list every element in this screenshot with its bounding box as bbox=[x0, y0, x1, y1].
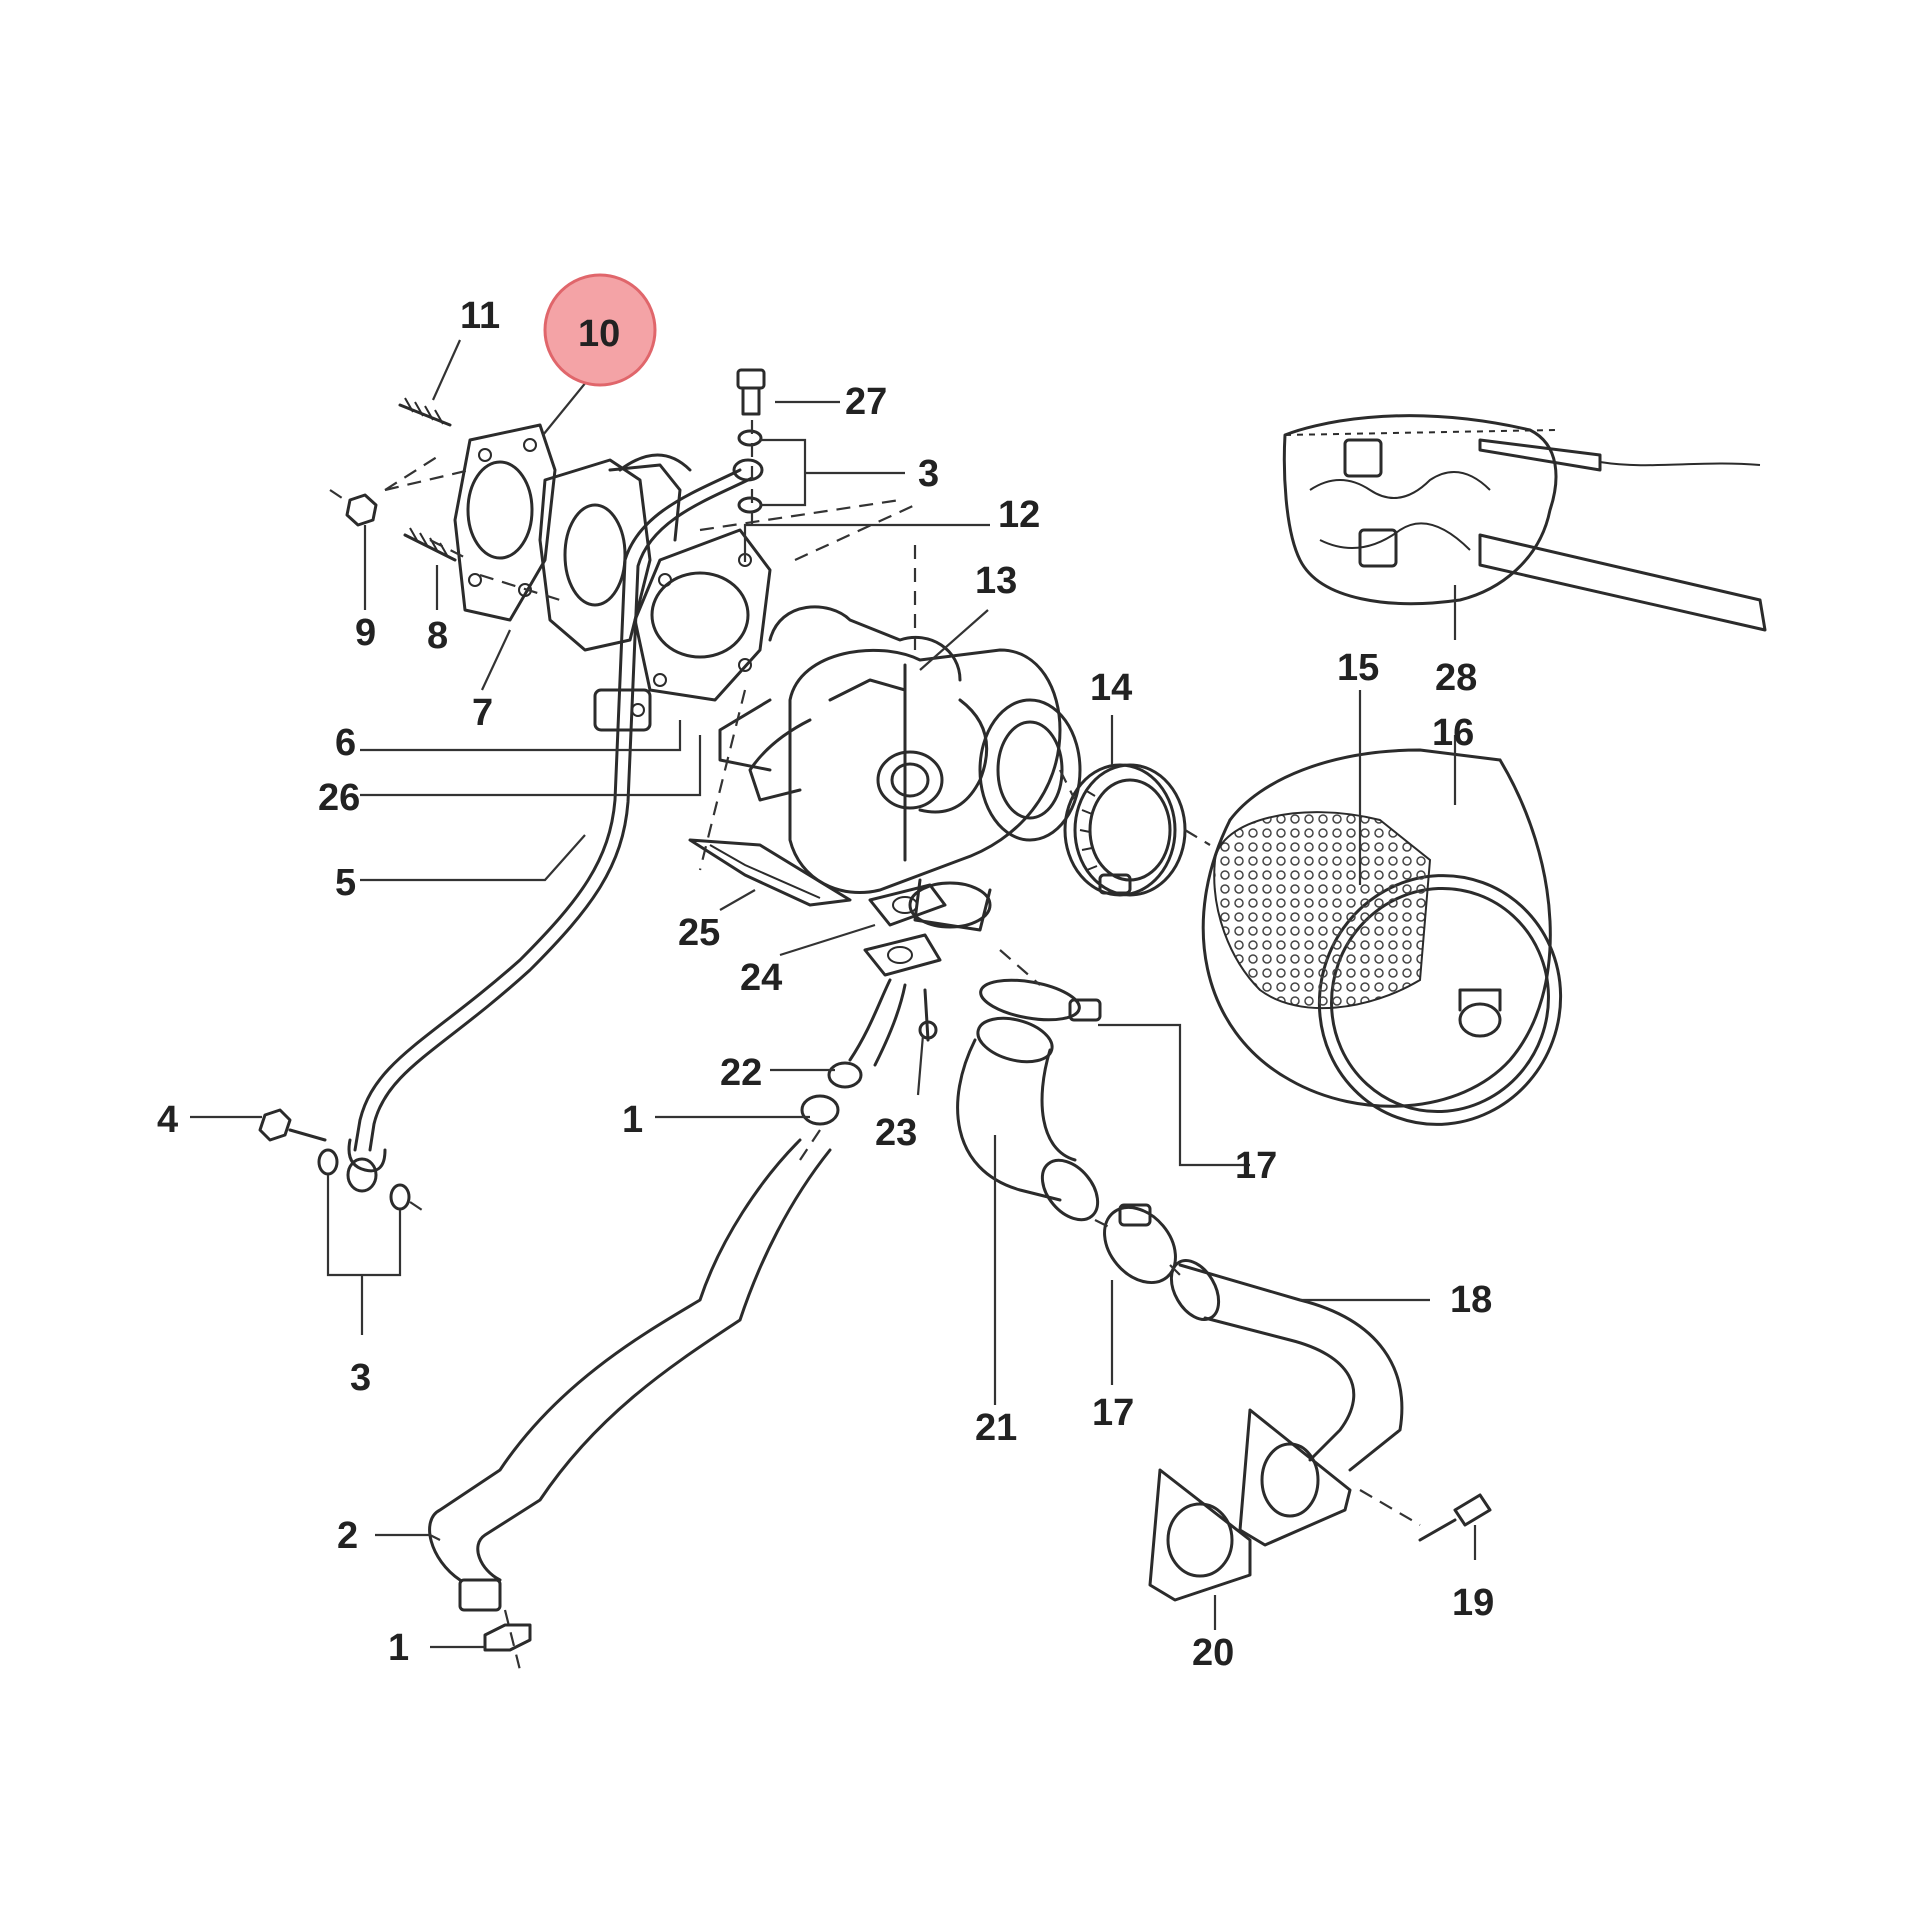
callout-28[interactable]: 28 bbox=[1435, 657, 1477, 699]
highlight-circle-part-10 bbox=[543, 273, 657, 387]
callout-17-upper[interactable]: 17 bbox=[1235, 1145, 1277, 1187]
callout-15[interactable]: 15 bbox=[1337, 647, 1379, 689]
callout-20[interactable]: 20 bbox=[1192, 1632, 1234, 1674]
callout-24[interactable]: 24 bbox=[740, 957, 782, 999]
oil-return-hose-2-drawing bbox=[428, 1138, 832, 1612]
callout-1-lower[interactable]: 1 bbox=[388, 1627, 409, 1669]
banjo-bolt-4-drawing bbox=[258, 1108, 426, 1213]
flange-7-drawing bbox=[538, 453, 692, 652]
hose-clamp-17-lower-drawing bbox=[1094, 1203, 1181, 1285]
union-1-lower-drawing bbox=[483, 1609, 532, 1671]
callout-2[interactable]: 2 bbox=[337, 1515, 358, 1557]
elbow-hose-21-drawing bbox=[956, 1016, 1100, 1222]
callout-25[interactable]: 25 bbox=[678, 912, 720, 954]
callout-13[interactable]: 13 bbox=[975, 560, 1017, 602]
callout-7[interactable]: 7 bbox=[472, 692, 493, 734]
gasket-25-drawing bbox=[688, 838, 852, 907]
leader-lines bbox=[190, 339, 1477, 1649]
intake-pipe-18-drawing bbox=[1169, 1259, 1404, 1472]
callout-10[interactable]: 10 bbox=[578, 313, 620, 355]
callout-6[interactable]: 6 bbox=[335, 722, 356, 764]
clamp-14-drawing bbox=[1063, 763, 1187, 897]
fitting-22-drawing bbox=[827, 978, 907, 1089]
air-filter-element-15-drawing bbox=[1213, 811, 1432, 1010]
gasket-24-drawing bbox=[863, 883, 947, 977]
oil-feed-pipe-5-drawing bbox=[347, 458, 764, 1173]
callout-26[interactable]: 26 bbox=[318, 777, 360, 819]
filter-cover-28-drawing bbox=[1282, 414, 1767, 632]
hose-clamp-17-upper-drawing bbox=[979, 949, 1102, 1022]
callout-5[interactable]: 5 bbox=[335, 862, 356, 904]
callout-23[interactable]: 23 bbox=[875, 1112, 917, 1154]
callout-18[interactable]: 18 bbox=[1450, 1279, 1492, 1321]
callout-labels: 11 10 27 3 12 13 9 8 7 6 26 5 14 15 16 2… bbox=[157, 273, 1494, 1674]
union-1-upper-drawing bbox=[799, 1094, 840, 1161]
flange-20-drawing bbox=[1148, 1408, 1352, 1602]
callout-17-lower[interactable]: 17 bbox=[1092, 1392, 1134, 1434]
stud-8-drawing bbox=[403, 527, 457, 562]
callout-9[interactable]: 9 bbox=[355, 612, 376, 654]
bolt-19-drawing bbox=[1359, 1489, 1492, 1542]
callout-1-upper[interactable]: 1 bbox=[622, 1099, 643, 1141]
callout-4[interactable]: 4 bbox=[157, 1099, 178, 1141]
callout-3-top[interactable]: 3 bbox=[918, 453, 939, 495]
gasket-12-drawing bbox=[633, 528, 772, 702]
part-drawings bbox=[258, 368, 1767, 1671]
callout-27[interactable]: 27 bbox=[845, 381, 887, 423]
callout-14[interactable]: 14 bbox=[1090, 667, 1132, 709]
callout-19[interactable]: 19 bbox=[1452, 1582, 1494, 1624]
stud-11-drawing bbox=[398, 397, 452, 427]
callout-11[interactable]: 11 bbox=[460, 295, 500, 337]
callout-16[interactable]: 16 bbox=[1432, 712, 1474, 754]
callout-22[interactable]: 22 bbox=[720, 1052, 762, 1094]
callout-21[interactable]: 21 bbox=[975, 1407, 1017, 1449]
callout-3-lower[interactable]: 3 bbox=[350, 1357, 371, 1399]
callout-8[interactable]: 8 bbox=[427, 615, 448, 657]
callout-12[interactable]: 12 bbox=[998, 494, 1040, 536]
turbocharger-13-drawing bbox=[718, 605, 1082, 932]
bolt-23-drawing bbox=[918, 988, 938, 1042]
nut-9-drawing bbox=[329, 489, 378, 527]
